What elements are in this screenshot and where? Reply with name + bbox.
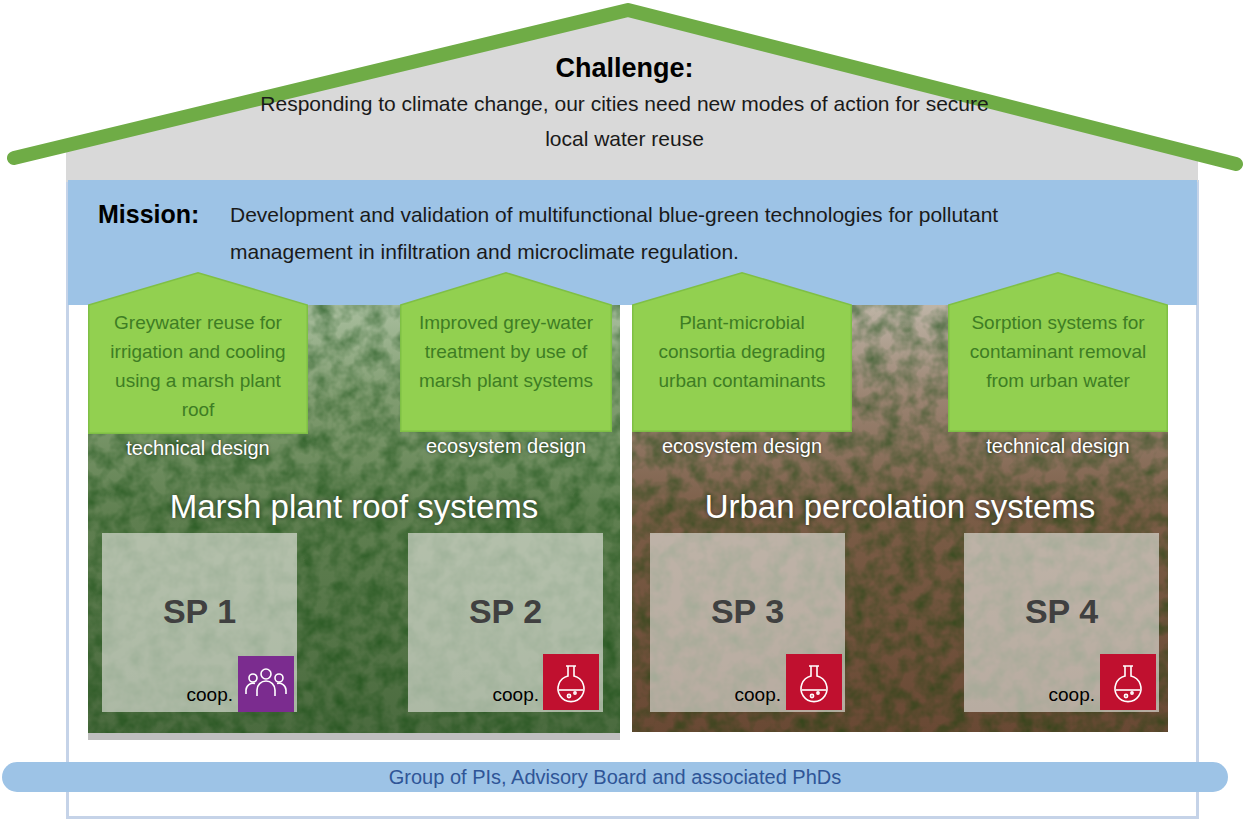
goal-pentagon: Greywater reuse for irrigation and cooli… [88, 272, 308, 434]
sp-square [408, 533, 603, 712]
coop-label: coop. [493, 680, 539, 710]
pentagon-fill [949, 273, 1168, 432]
sp-squares [102, 533, 1159, 712]
people-icon [238, 656, 294, 712]
coop-label: coop. [187, 680, 233, 710]
flask-icon [1100, 654, 1156, 710]
subproject-id: SP 4 [964, 543, 1159, 680]
roof-fill [66, 12, 1198, 182]
goal-text: Sorption systems for contaminant removal… [958, 308, 1158, 395]
flask-icon [543, 654, 599, 710]
pentagon-fill [401, 273, 612, 432]
roof-line [14, 10, 1236, 164]
goal-pentagon: Plant-microbial consortia degrading urba… [632, 272, 852, 432]
panel-title: Urban percolation systems [632, 487, 1168, 527]
subproject-box: SP 3coop. [650, 533, 845, 712]
design-type-label: ecosystem design [426, 433, 586, 459]
pentagon-fill [89, 273, 308, 434]
goal-pentagon: Improved grey-water treatment by use of … [400, 272, 612, 432]
goal-pentagon: Sorption systems for contaminant removal… [948, 272, 1168, 432]
challenge-heading: Challenge: [555, 50, 693, 86]
team-band: Group of PIs, Advisory Board and associa… [2, 762, 1228, 792]
subproject-id: SP 3 [650, 543, 845, 680]
coop-label: coop. [1049, 680, 1095, 710]
design-type-label: technical design [986, 433, 1129, 459]
design-type-label: technical design [126, 435, 269, 461]
subproject-box: SP 2coop. [408, 533, 603, 712]
goal-text: Plant-microbial consortia degrading urba… [642, 308, 842, 395]
goal-text: Greywater reuse for irrigation and cooli… [98, 308, 298, 424]
goal-text: Improved grey-water treatment by use of … [410, 308, 602, 395]
pentagon-fill [633, 273, 852, 432]
subproject-id: SP 2 [408, 543, 603, 680]
roof-shape [0, 0, 1249, 182]
subproject-box: SP 4coop. [964, 533, 1159, 712]
challenge-text: Responding to climate change, our cities… [245, 86, 1005, 156]
mission-heading: Mission: [68, 196, 230, 233]
subproject-box: SP 1coop. [102, 533, 297, 712]
sp-square [102, 533, 297, 712]
subproject-id: SP 1 [102, 543, 297, 680]
panel-shadow [88, 733, 620, 740]
coop-label: coop. [735, 680, 781, 710]
design-type-label: ecosystem design [662, 433, 822, 459]
mission-text: Development and validation of multifunct… [230, 196, 1110, 270]
team-text: Group of PIs, Advisory Board and associa… [389, 762, 841, 792]
flask-icon [786, 654, 842, 710]
sp-square [964, 533, 1159, 712]
roof-challenge: Challenge:Responding to climate change, … [0, 0, 1249, 182]
sp-square [650, 533, 845, 712]
panel-title: Marsh plant roof systems [88, 487, 620, 527]
